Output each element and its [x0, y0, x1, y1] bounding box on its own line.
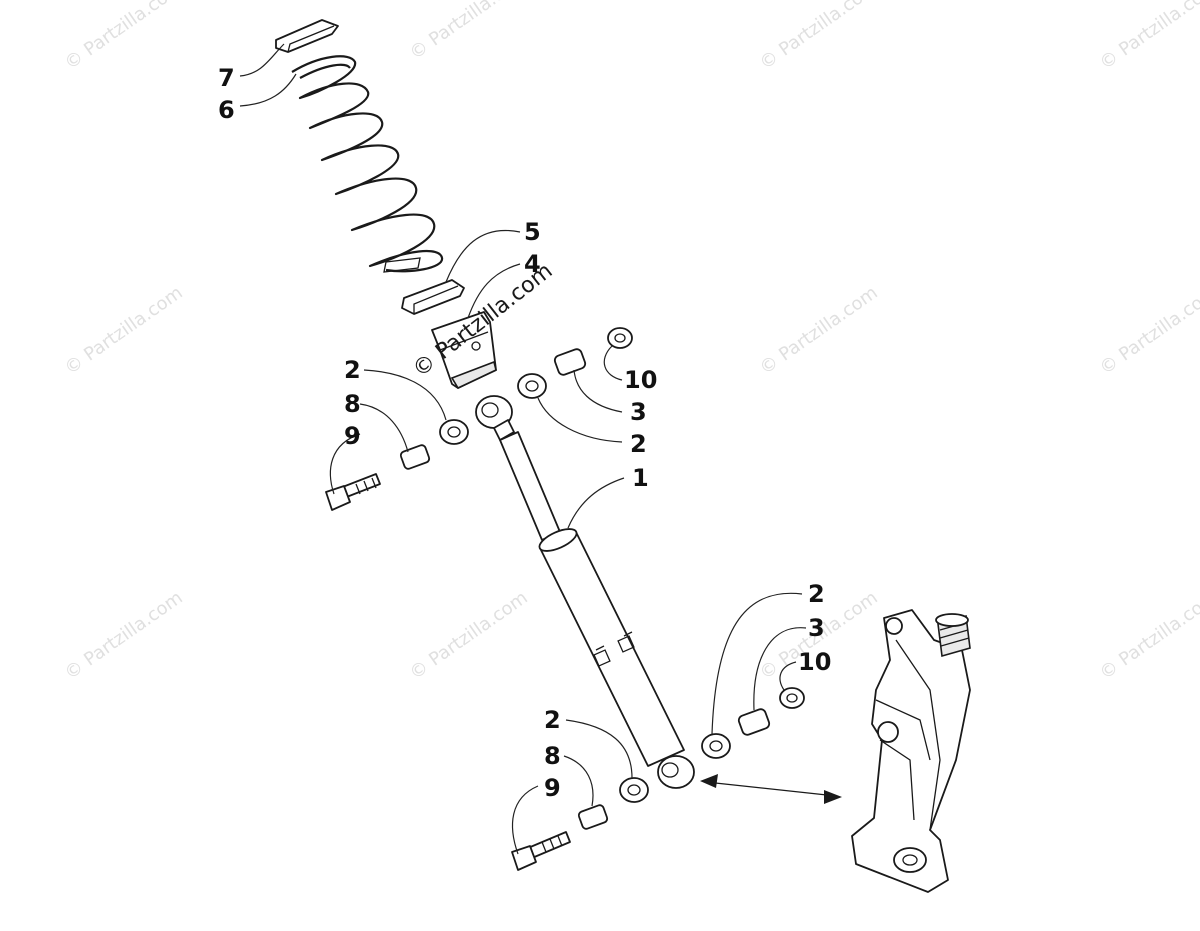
watermark: © Partzilla.com: [406, 587, 532, 684]
callout-2-lower-left: 2: [544, 706, 561, 734]
lower-right-hardware: [701, 687, 805, 759]
watermark: © Partzilla.com: [1096, 0, 1200, 74]
watermark: © Partzilla.com: [756, 0, 882, 74]
upper-left-hardware: [325, 419, 469, 511]
callout-8-lower: 8: [544, 742, 561, 770]
watermark: © Partzilla.com: [61, 0, 187, 74]
callout-2-upper-left: 2: [344, 356, 361, 384]
steering-knuckle: [851, 609, 971, 893]
shock-absorber: [499, 431, 685, 767]
watermark: © Partzilla.com: [1096, 282, 1200, 379]
spring-adjuster: [431, 311, 497, 390]
watermark: © Partzilla.com: [61, 282, 187, 379]
shock-lower-eye: [657, 755, 695, 789]
callout-2-lower-right: 2: [808, 580, 825, 608]
leader-lines: [239, 43, 807, 855]
callout-labels: 7 6 5 4 2 8 9 10 3 2 1 2 3 10 2 8 9: [218, 64, 831, 802]
watermark: © Partzilla.com: [406, 0, 532, 64]
callout-3-upper: 3: [630, 398, 647, 426]
shock-upper-eye: [475, 395, 515, 441]
upper-right-hardware: [517, 327, 633, 399]
callout-9-lower: 9: [544, 774, 561, 802]
watermark: © Partzilla.com: [1096, 587, 1200, 684]
callout-10-upper: 10: [624, 366, 657, 394]
callout-1: 1: [632, 464, 649, 492]
coil-spring: [291, 55, 444, 273]
callout-4: 4: [524, 250, 541, 278]
callout-10-lower: 10: [798, 648, 831, 676]
callout-9-upper: 9: [344, 422, 361, 450]
spring-collar: [401, 279, 465, 315]
spring-retainer-top: [275, 19, 339, 53]
callout-7: 7: [218, 64, 235, 92]
callout-2-upper-right: 2: [630, 430, 647, 458]
watermark: © Partzilla.com: [61, 587, 187, 684]
callout-6: 6: [218, 96, 235, 124]
assembly-arrow: [700, 774, 842, 804]
lower-left-hardware: [511, 777, 649, 871]
callout-5: 5: [524, 218, 541, 246]
callout-3-lower: 3: [808, 614, 825, 642]
callout-8-upper: 8: [344, 390, 361, 418]
watermark: © Partzilla.com: [756, 282, 882, 379]
